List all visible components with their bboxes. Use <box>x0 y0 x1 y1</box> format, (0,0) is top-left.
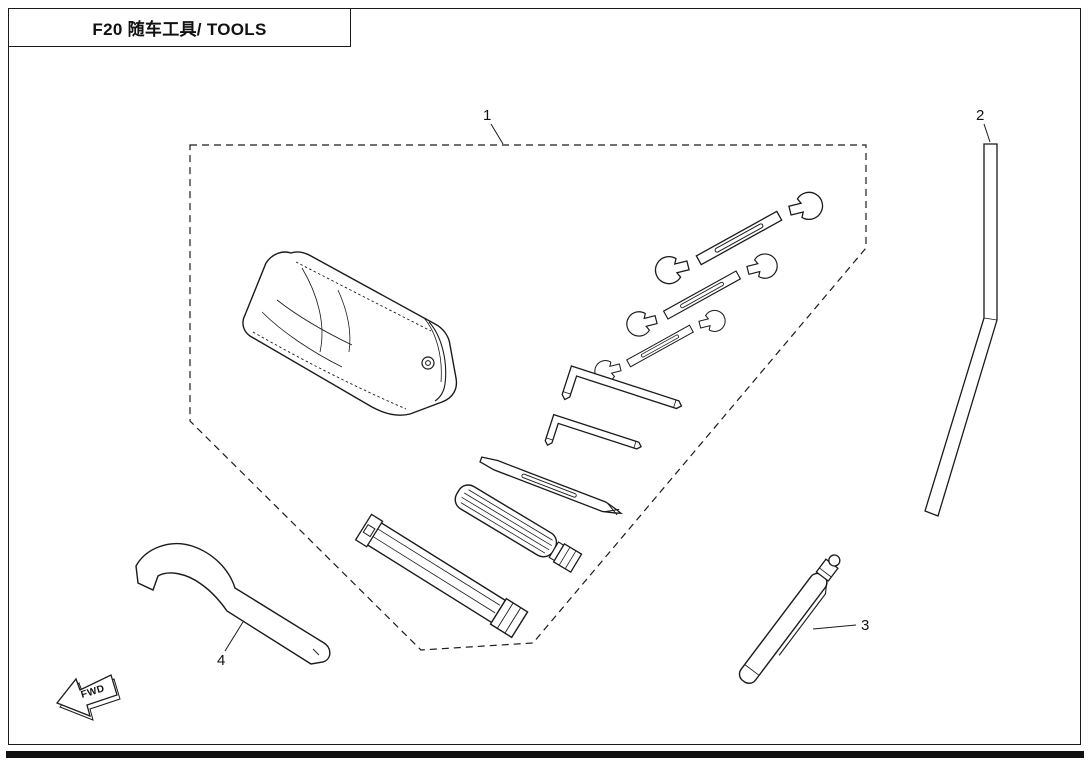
callout-3-label: 3 <box>861 617 869 634</box>
title-box: F20 随车工具/ TOOLS <box>8 8 351 47</box>
fwd-arrow: FWD <box>55 674 121 721</box>
tire-pressure-gauge <box>738 554 841 685</box>
callout-1: 1 <box>483 107 504 145</box>
callout-4: 4 <box>217 621 244 669</box>
bag-flap-edge <box>428 321 447 402</box>
hex-key-small <box>544 413 642 450</box>
hook-spanner-illustration <box>135 542 331 665</box>
callout-4-leader <box>224 621 244 652</box>
callout-1-leader <box>490 123 504 145</box>
callout-4-label: 4 <box>217 652 225 669</box>
bottom-bar <box>6 751 1084 758</box>
extension-rod-illustration <box>924 143 998 517</box>
phillips-tip-icon <box>604 502 620 516</box>
callout-2: 2 <box>976 107 991 143</box>
bag-stitch-line <box>252 331 407 410</box>
open-end-wrench-large <box>645 172 833 304</box>
callout-1-label: 1 <box>483 107 491 124</box>
gauge-pocket-clip <box>778 582 828 656</box>
fwd-arrow-shadow <box>59 678 121 721</box>
page-title: F20 随车工具/ TOOLS <box>92 20 267 39</box>
gauge-cap-knob <box>828 554 841 567</box>
callout-3: 3 <box>812 617 869 634</box>
callout-2-label: 2 <box>976 107 984 124</box>
callout-2-leader <box>983 123 991 143</box>
callout-3-leader <box>812 624 857 630</box>
screwdriver-blade <box>479 456 623 516</box>
tool-bag-illustration <box>242 251 458 416</box>
page-border <box>8 8 1081 745</box>
bag-stitch-line <box>295 261 432 332</box>
drive-socket-hole <box>362 523 376 538</box>
toolkit-boundary-outline <box>189 144 867 651</box>
handle-hex-nut <box>552 542 583 574</box>
screwdriver-handle <box>454 484 583 574</box>
hex-key-large <box>561 365 683 410</box>
fwd-arrow-icon <box>55 674 118 718</box>
tube-hex-end <box>489 597 529 639</box>
spark-plug-wrench-tube <box>354 513 529 639</box>
